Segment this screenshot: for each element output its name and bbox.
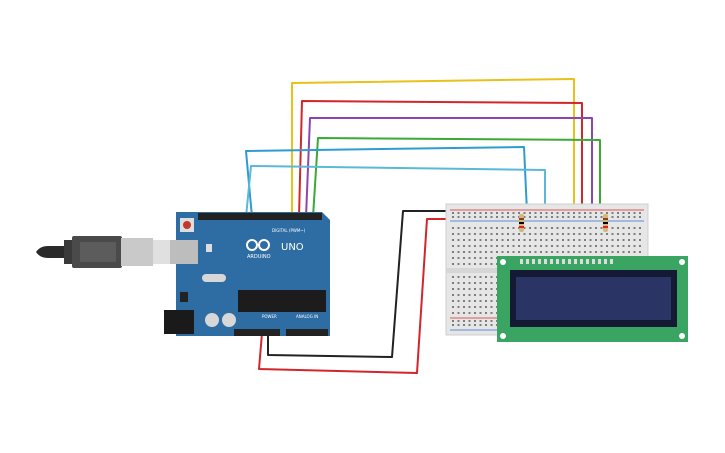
wires (245, 78, 601, 374)
brand-label: ARDUINO (247, 254, 271, 260)
digital-header (198, 213, 322, 220)
wire-red-5v[interactable] (258, 218, 457, 374)
usb-cable-icon (36, 236, 175, 268)
digital-label: DIGITAL (PWM~) (272, 228, 306, 233)
arduino-logo-icon (246, 239, 270, 251)
model-label: UNO (281, 242, 304, 253)
usb-jack (170, 240, 198, 264)
wire-black-gnd[interactable] (267, 210, 457, 358)
analog-label: ANALOG IN (296, 314, 318, 319)
wire-green[interactable] (312, 137, 601, 234)
wire-cyan[interactable] (245, 165, 546, 234)
dc-jack (164, 310, 194, 334)
arduino-uno-board[interactable]: ARDUINO UNO DIGITAL (PWM~) POWER ANALOG … (164, 212, 330, 336)
power-header (234, 329, 280, 336)
power-label: POWER (262, 314, 277, 319)
capacitor (205, 313, 219, 327)
wire-red-signal[interactable] (298, 100, 583, 234)
lcd-16x2[interactable] (497, 256, 688, 342)
crystal (202, 274, 226, 282)
resistor[interactable] (603, 214, 608, 232)
capacitor (222, 313, 236, 327)
lcd-pin-header (520, 259, 613, 264)
lcd-screen (516, 277, 671, 320)
atmega-chip (238, 290, 326, 312)
analog-header (286, 329, 328, 336)
resistor[interactable] (519, 214, 524, 232)
